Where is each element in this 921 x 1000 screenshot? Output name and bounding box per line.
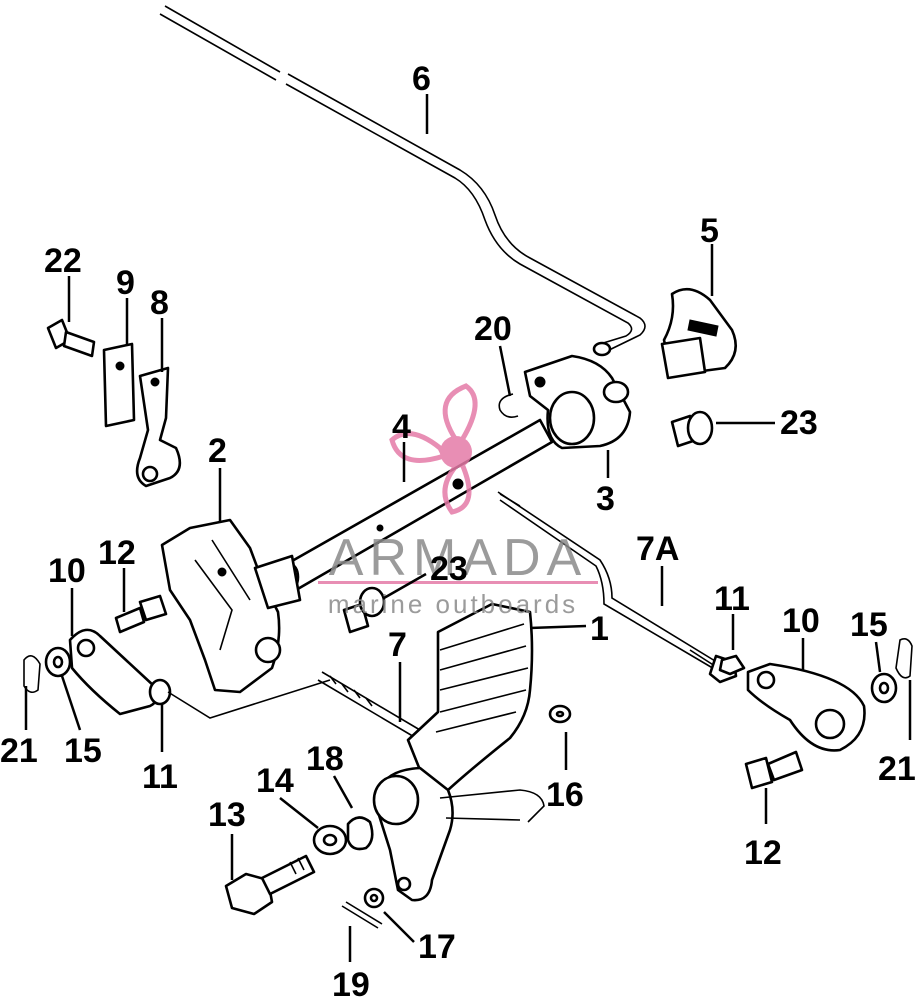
plate-part-9 [102, 342, 136, 428]
callout-1: 1 [590, 610, 609, 648]
leader-lines [24, 94, 912, 962]
callout-12-left: 12 [98, 534, 136, 572]
callout-22: 22 [44, 242, 82, 280]
clip-part-21-right [895, 638, 913, 679]
clip-part-20 [498, 393, 519, 418]
watermark: ARMADA marine outboards [318, 383, 598, 619]
callout-10-left: 10 [48, 552, 86, 590]
callout-7: 7 [388, 626, 407, 664]
callout-23-lower: 23 [430, 550, 468, 588]
screw-part-23-lower [342, 586, 386, 634]
threaded-rod-part-7 [317, 671, 421, 739]
callout-4: 4 [392, 408, 411, 446]
arm-part-10-left [68, 628, 159, 716]
throttle-cam-part-5 [660, 287, 737, 380]
link-rod-part-7a [497, 491, 738, 684]
watermark-divider [318, 581, 598, 584]
bolt-part-22 [46, 318, 96, 358]
callout-16: 16 [546, 776, 584, 814]
callout-11-right: 11 [714, 580, 750, 618]
bolt-part-13 [224, 854, 316, 916]
stud-part-12-left [114, 594, 168, 634]
callout-labels: 6 5 22 9 8 20 23 4 2 3 7A 12 10 23 11 10… [0, 60, 916, 1000]
callout-15-left: 15 [64, 732, 102, 770]
callout-14: 14 [256, 762, 294, 800]
callout-10-right: 10 [782, 602, 820, 640]
watermark-brand: ARMADA [329, 529, 587, 587]
callout-13: 13 [208, 796, 246, 834]
spring-washer-part-18 [346, 816, 374, 851]
bracket-part-8 [135, 366, 182, 488]
callout-21-right: 21 [878, 750, 916, 788]
propeller-logo-icon [389, 383, 478, 515]
arm-part-10-right [746, 662, 866, 752]
alignment-line-left [167, 679, 331, 719]
washer-part-17 [363, 887, 385, 909]
callout-2: 2 [208, 432, 227, 470]
callout-19: 19 [332, 966, 370, 1000]
washer-part-15-left [44, 646, 72, 678]
foot-pedal-part-1 [372, 602, 545, 902]
cotter-pin-part-19 [341, 901, 383, 929]
stud-part-12-right [744, 750, 804, 790]
callout-23-upper: 23 [780, 404, 818, 442]
callout-5: 5 [700, 212, 719, 250]
washer-part-15-right [870, 672, 898, 704]
callout-7a: 7A [636, 530, 679, 568]
nut-part-11-left [148, 678, 172, 706]
callout-18: 18 [306, 740, 344, 778]
callout-21-left: 21 [0, 732, 38, 770]
shift-lever-part-2 [160, 518, 302, 694]
callout-8: 8 [150, 284, 169, 322]
washer-part-16 [548, 704, 572, 724]
watermark-tagline: marine outboards [328, 589, 578, 619]
callout-20: 20 [474, 310, 512, 348]
throttle-rod-part-6 [159, 5, 646, 357]
callout-12-right: 12 [744, 834, 782, 872]
callout-3: 3 [596, 480, 615, 518]
callout-11-left: 11 [142, 758, 178, 796]
callout-6: 6 [412, 60, 431, 98]
nut-part-11-right [718, 654, 746, 676]
callout-17: 17 [418, 928, 456, 966]
lever-block-part-3 [523, 354, 632, 450]
callout-15-right: 15 [850, 606, 888, 644]
washer-part-14 [312, 824, 348, 856]
callout-9: 9 [116, 264, 135, 302]
screw-part-23-upper [670, 410, 714, 448]
